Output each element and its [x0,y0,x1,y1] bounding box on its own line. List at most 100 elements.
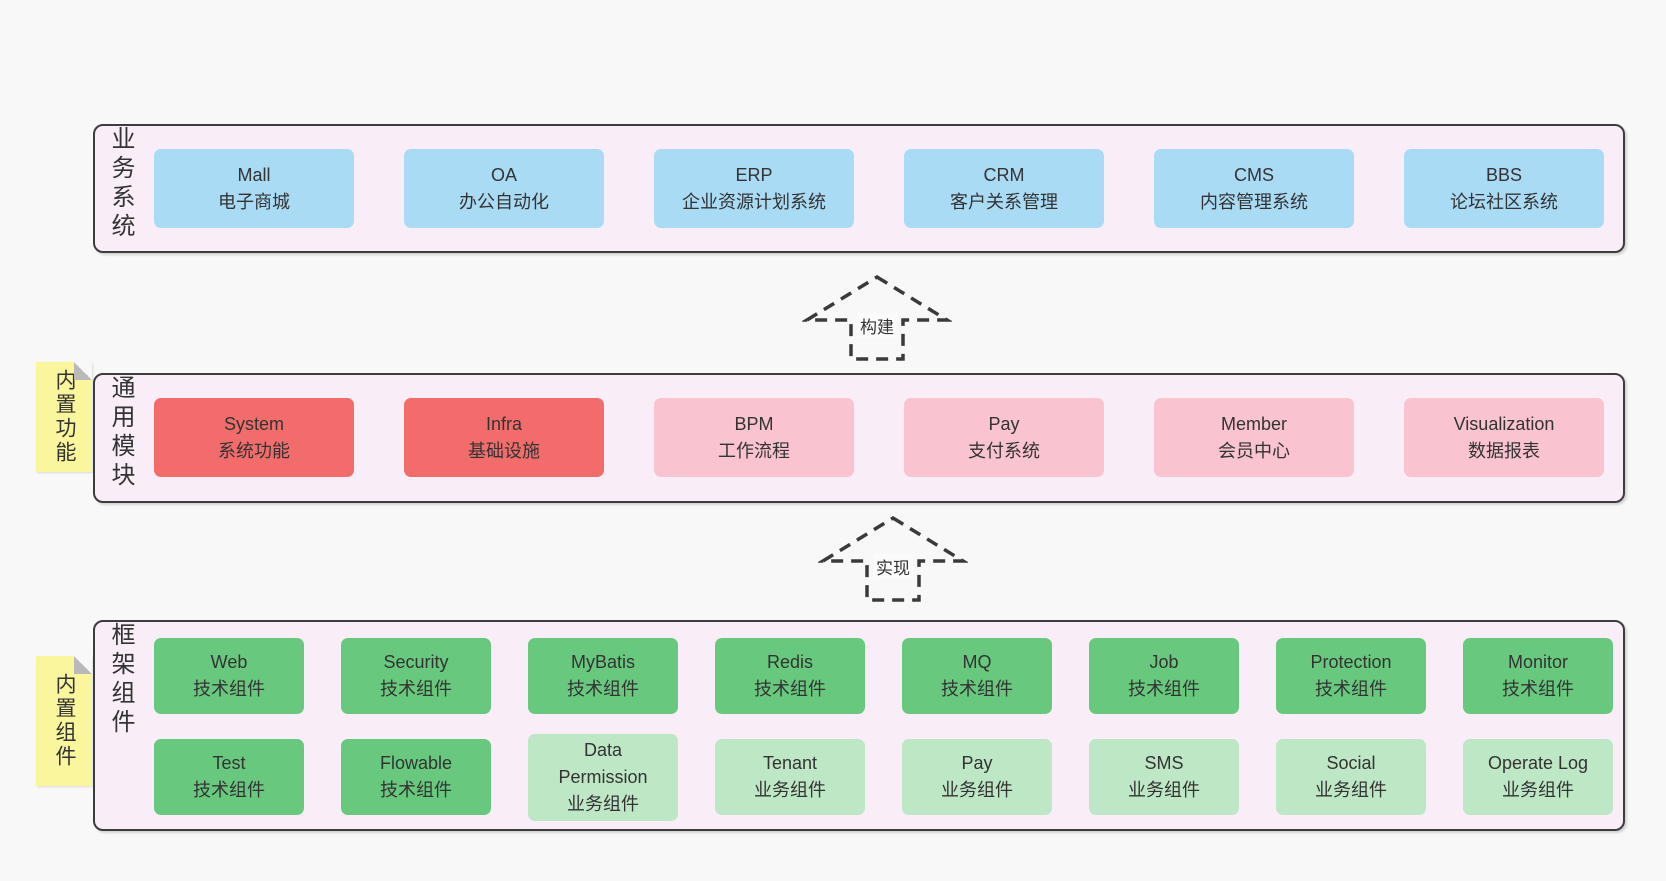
sticky-note-text: 内置功能 [53,369,76,465]
module-box-title: Tenant [762,753,818,773]
module-box-title: MyBatis [570,652,635,672]
module-box-subtitle: 办公自动化 [459,191,549,212]
sticky-note-built-in-components: 内置组件 [36,656,92,786]
module-box-subtitle: 业务组件 [567,793,639,814]
module-box-title: Social [1326,753,1376,773]
module-box-title: CRM [983,164,1025,185]
module-box-title: Protection [1310,652,1392,672]
module-box-title: Pay [988,413,1020,434]
module-box-subtitle: 技术组件 [1502,679,1574,699]
module-box-title: Infra [485,413,523,434]
section-label-business-systems: 业务系统 [107,126,134,242]
module-box-subtitle: 电子商城 [218,191,290,212]
module-box-visualization: Visualization 数据报表 [1404,398,1604,477]
module-box-operate-log: Operate Log 业务组件 [1463,739,1613,815]
module-box-subtitle: 基础设施 [468,440,540,461]
module-box-subtitle: 支付系统 [968,440,1040,461]
module-box-title: Operate Log [1487,753,1589,773]
module-box-title: Mall [237,164,271,185]
module-box-title: BPM [734,413,774,434]
module-box-subtitle: 业务组件 [941,780,1013,800]
section-label-framework-components: 框架组件 [107,622,134,738]
sticky-note-text: 内置组件 [53,673,76,769]
module-box-protection: Protection 技术组件 [1276,638,1426,714]
module-box-title: BBS [1485,164,1523,185]
module-box-subtitle: 会员中心 [1218,440,1290,461]
module-box-title: Data Permission [558,739,648,787]
module-box-infra: Infra 基础设施 [404,398,604,477]
module-box-subtitle: 业务组件 [1128,780,1200,800]
module-box-subtitle: 客户关系管理 [950,191,1058,212]
module-box-subtitle: 企业资源计划系统 [682,191,826,212]
note-fold-icon [74,362,92,380]
module-box-subtitle: 技术组件 [193,679,265,699]
module-box-title: CMS [1234,164,1274,185]
module-box-erp: ERP 企业资源计划系统 [654,149,854,228]
build-arrow-label: 构建 [857,313,897,338]
module-box-system: System 系统功能 [154,398,354,477]
module-box-pay: Pay 支付系统 [904,398,1104,477]
module-box-title: OA [490,164,517,185]
module-box-title: Test [212,753,246,773]
business-systems-row: Mall 电子商城 OA 办公自动化 ERP 企业资源计划系统 CRM 客户关系管理 CMS 内容… [154,149,1604,228]
module-box-subtitle: 业务组件 [1315,780,1387,800]
module-box-mall: Mall 电子商城 [154,149,354,228]
module-box-title: Visualization [1453,413,1555,434]
implement-arrow: 实现 [818,515,968,603]
module-box-job: Job 技术组件 [1089,638,1239,714]
module-box-title: ERP [735,164,773,185]
sticky-note-built-in-features: 内置功能 [36,362,92,472]
module-box-crm: CRM 客户关系管理 [904,149,1104,228]
module-box-oa: OA 办公自动化 [404,149,604,228]
module-box-tenant: Tenant 业务组件 [715,739,865,815]
implement-arrow-label: 实现 [873,554,913,579]
module-box-subtitle: 技术组件 [1128,679,1200,699]
module-box-subtitle: 数据报表 [1468,440,1540,461]
implement-arrow-shape [818,515,968,602]
module-box-security: Security 技术组件 [341,638,491,714]
module-box-subtitle: 论坛社区系统 [1450,191,1558,212]
module-box-mq: MQ 技术组件 [902,638,1052,714]
module-box-test: Test 技术组件 [154,739,304,815]
module-box-monitor: Monitor 技术组件 [1463,638,1613,714]
section-label-common-modules: 通用模块 [107,375,134,491]
module-box-subtitle: 技术组件 [754,679,826,699]
module-box-subtitle: 系统功能 [218,440,290,461]
module-box-title: Member [1220,413,1287,434]
module-box-subtitle: 技术组件 [380,679,452,699]
module-box-subtitle: 内容管理系统 [1200,191,1308,212]
build-arrow: 构建 [802,274,952,362]
module-box-subtitle: 技术组件 [1315,679,1387,699]
module-box-bbs: BBS 论坛社区系统 [1404,149,1604,228]
section-business-systems: 业务系统 Mall 电子商城 OA 办公自动化 ERP 企业资源计划系统 CRM 客户关系管理… [93,124,1625,253]
module-box-subtitle: 业务组件 [754,780,826,800]
module-box-title: Redis [766,652,814,672]
module-box-title: Job [1149,652,1179,672]
note-fold-icon [74,656,92,674]
module-box-redis: Redis 技术组件 [715,638,865,714]
module-box-subtitle: 技术组件 [941,679,1013,699]
module-box-member: Member 会员中心 [1154,398,1354,477]
module-box-sms: SMS 业务组件 [1089,739,1239,815]
module-box-title: MQ [962,652,992,672]
module-box-subtitle: 技术组件 [193,780,265,800]
module-box-subtitle: 技术组件 [380,780,452,800]
module-box-flowable: Flowable 技术组件 [341,739,491,815]
module-box-title: SMS [1144,753,1184,773]
module-box-title: Monitor [1507,652,1569,672]
module-box-title: Security [383,652,449,672]
module-box-social: Social 业务组件 [1276,739,1426,815]
module-box-subtitle: 业务组件 [1502,780,1574,800]
module-box-title: System [223,413,284,434]
module-box-title: Flowable [379,753,453,773]
